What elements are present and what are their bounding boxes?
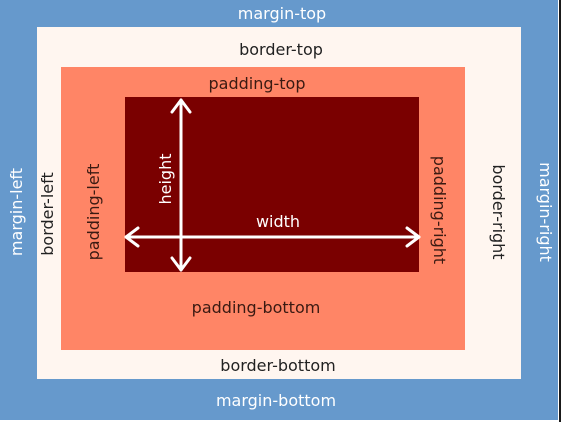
padding-right-label: padding-right (430, 155, 449, 265)
border-left-label: border-left (38, 172, 57, 256)
content-area (125, 97, 419, 272)
border-right-label: border-right (489, 164, 508, 260)
margin-left-label: margin-left (7, 167, 26, 257)
padding-bottom-label: padding-bottom (191, 298, 321, 317)
padding-top-label: padding-top (208, 74, 306, 93)
margin-top-label: margin-top (237, 4, 327, 23)
border-top-label: border-top (239, 40, 323, 59)
border-bottom-label: border-bottom (220, 356, 336, 375)
height-label: height (156, 153, 175, 205)
edge-divider (559, 0, 561, 422)
margin-right-label: margin-right (536, 162, 555, 262)
width-label: width (255, 212, 301, 231)
margin-bottom-label: margin-bottom (215, 391, 337, 410)
padding-left-label: padding-left (84, 163, 103, 261)
